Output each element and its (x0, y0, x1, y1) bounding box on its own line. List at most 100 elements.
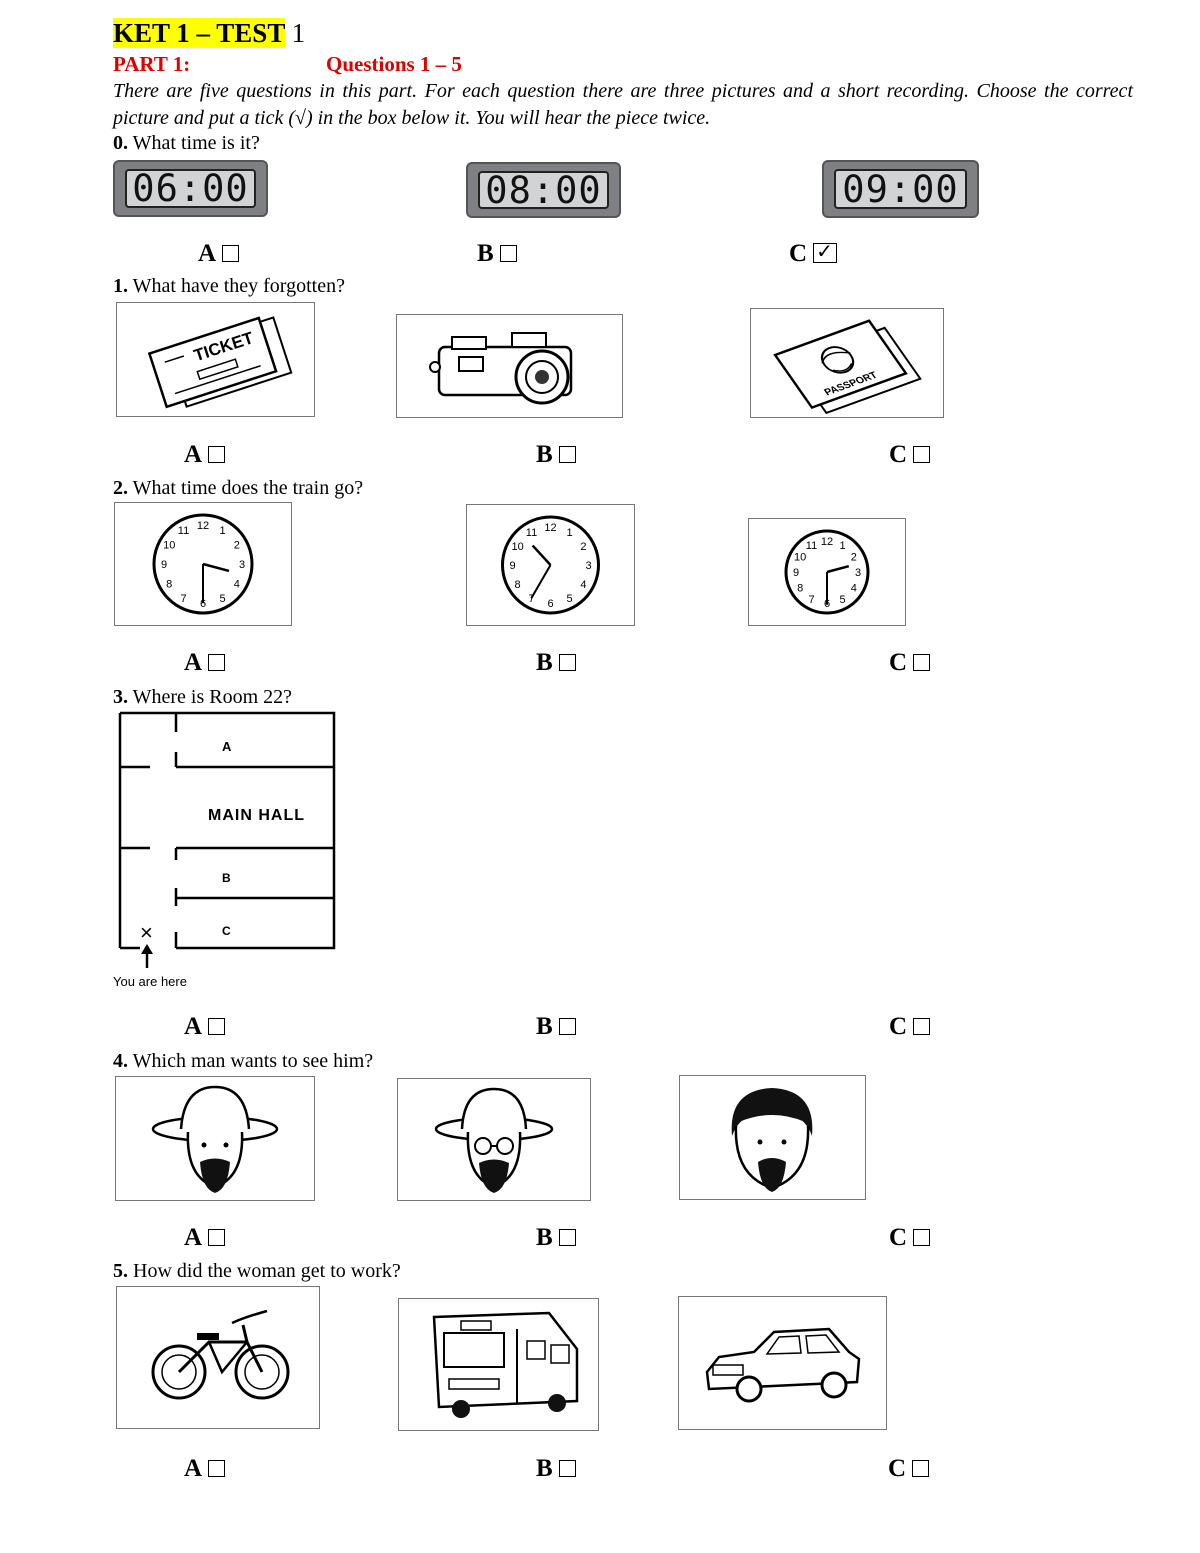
q2-option-c: C (889, 649, 931, 677)
q0-checkbox-b[interactable] (499, 244, 517, 262)
q0-checkbox-c-ticked[interactable] (813, 239, 838, 263)
camera-icon (429, 332, 573, 405)
clock-numeral: 2 (234, 540, 240, 552)
questions-range: Questions 1 – 5 (326, 52, 462, 76)
clock-numeral: 10 (794, 552, 806, 564)
question-5-text: How did the woman get to work? (133, 1260, 401, 1282)
q5-checkbox-a[interactable] (208, 1459, 226, 1477)
q1-checkbox-b[interactable] (558, 445, 576, 463)
clock-numeral: 8 (166, 579, 172, 591)
question-2-text: What time does the train go? (132, 477, 364, 499)
clock-numeral: 10 (163, 540, 175, 552)
clock-numeral: 9 (509, 560, 515, 572)
clock-numeral: 5 (219, 593, 225, 605)
clock-numeral: 12 (544, 522, 556, 534)
man-with-hat-and-glasses-icon (434, 1087, 554, 1193)
man-with-dark-hair-icon (731, 1088, 813, 1192)
clock-numeral: 7 (528, 593, 534, 605)
q0-checkbox-a[interactable] (222, 244, 240, 262)
q1-option-a: A (184, 441, 226, 469)
clock-numeral: 10 (511, 541, 523, 553)
question-4-number: 4. (113, 1050, 128, 1072)
clock-minute-hand (530, 564, 552, 599)
clock-numeral: 3 (585, 560, 591, 572)
question-1-text: What have they forgotten? (132, 275, 345, 297)
clock-numeral: 4 (580, 579, 586, 591)
clock-numeral: 9 (161, 559, 167, 571)
q1-checkbox-c[interactable] (913, 445, 931, 463)
digital-clock-a: 06:00 (113, 160, 268, 217)
clock-b-time: 08:00 (478, 169, 609, 212)
map-room-b-label: B (222, 871, 231, 885)
q4-option-c: C (889, 1224, 931, 1252)
question-4-text: Which man wants to see him? (132, 1050, 374, 1072)
clock-numeral: 1 (566, 527, 572, 539)
clock-numeral: 1 (219, 525, 225, 537)
q5-checkbox-c[interactable] (912, 1459, 930, 1477)
map-you-are-here-label: You are here (113, 974, 187, 989)
q3-option-a: A (184, 1013, 226, 1041)
ticket-icon: TICKET (147, 316, 293, 409)
question-1: 1. What have they forgotten? (113, 275, 345, 298)
question-1-number: 1. (113, 275, 128, 297)
q5-option-c: C (888, 1455, 930, 1483)
q0-option-b: B (477, 240, 517, 268)
q3-checkbox-b[interactable] (558, 1017, 576, 1035)
clock-numeral: 6 (200, 598, 206, 610)
q4-checkbox-b[interactable] (558, 1228, 576, 1246)
part-label: PART 1: (113, 52, 191, 76)
question-3: 3. Where is Room 22? (113, 686, 292, 709)
clock-numeral: 12 (197, 520, 209, 532)
clock-numeral: 11 (806, 540, 817, 552)
question-5: 5. How did the woman get to work? (113, 1260, 401, 1283)
q2-option-b: B (536, 649, 576, 677)
q5-checkbox-b[interactable] (558, 1459, 576, 1477)
clock-numeral: 3 (239, 559, 245, 571)
bus-icon (432, 1311, 579, 1418)
q4-option-b: B (536, 1224, 576, 1252)
clock-numeral: 7 (180, 593, 186, 605)
car-icon (705, 1327, 861, 1403)
q1-picture-ticket: TICKET (116, 302, 315, 417)
floor-plan-map: A MAIN HALL B C × You are here (113, 711, 336, 989)
digital-clock-b: 08:00 (466, 162, 621, 218)
clock-numeral: 4 (234, 579, 240, 591)
map-room-a-label: A (222, 739, 232, 754)
q3-checkbox-c[interactable] (913, 1017, 931, 1035)
bicycle-icon (151, 1309, 290, 1400)
clock-numeral: 3 (855, 567, 861, 579)
clock-a-time: 06:00 (125, 167, 256, 210)
q4-checkbox-a[interactable] (208, 1228, 226, 1246)
question-2-number: 2. (113, 477, 128, 499)
clock-numeral: 11 (526, 527, 537, 539)
q2-checkbox-a[interactable] (208, 653, 226, 671)
test-number: 1 (291, 18, 306, 48)
q1-checkbox-a[interactable] (208, 445, 226, 463)
clock-numeral: 5 (566, 593, 572, 605)
clock-numeral: 5 (839, 594, 845, 606)
digital-clock-c: 09:00 (822, 160, 979, 218)
q4-checkbox-c[interactable] (913, 1228, 931, 1246)
question-3-number: 3. (113, 686, 128, 708)
passport-icon: PASSPORT (773, 319, 922, 415)
clock-hour-hand (202, 562, 230, 573)
q2-checkbox-c[interactable] (913, 653, 931, 671)
q4-picture-man-no-hat (679, 1075, 866, 1200)
q5-picture-bicycle (116, 1286, 320, 1429)
instructions: There are five questions in this part. F… (113, 80, 1133, 129)
q2-checkbox-b[interactable] (558, 653, 576, 671)
map-main-hall-label: MAIN HALL (208, 807, 305, 824)
q3-checkbox-a[interactable] (208, 1017, 226, 1035)
clock-numeral: 7 (808, 594, 814, 606)
clock-numeral: 2 (851, 552, 857, 564)
q5-option-b: B (536, 1455, 576, 1483)
question-4: 4. Which man wants to see him? (113, 1050, 373, 1073)
clock-numeral: 4 (851, 583, 857, 595)
clock-hour-hand (826, 564, 850, 574)
clock-numeral: 1 (839, 540, 845, 552)
q0-option-c: C (789, 239, 838, 268)
